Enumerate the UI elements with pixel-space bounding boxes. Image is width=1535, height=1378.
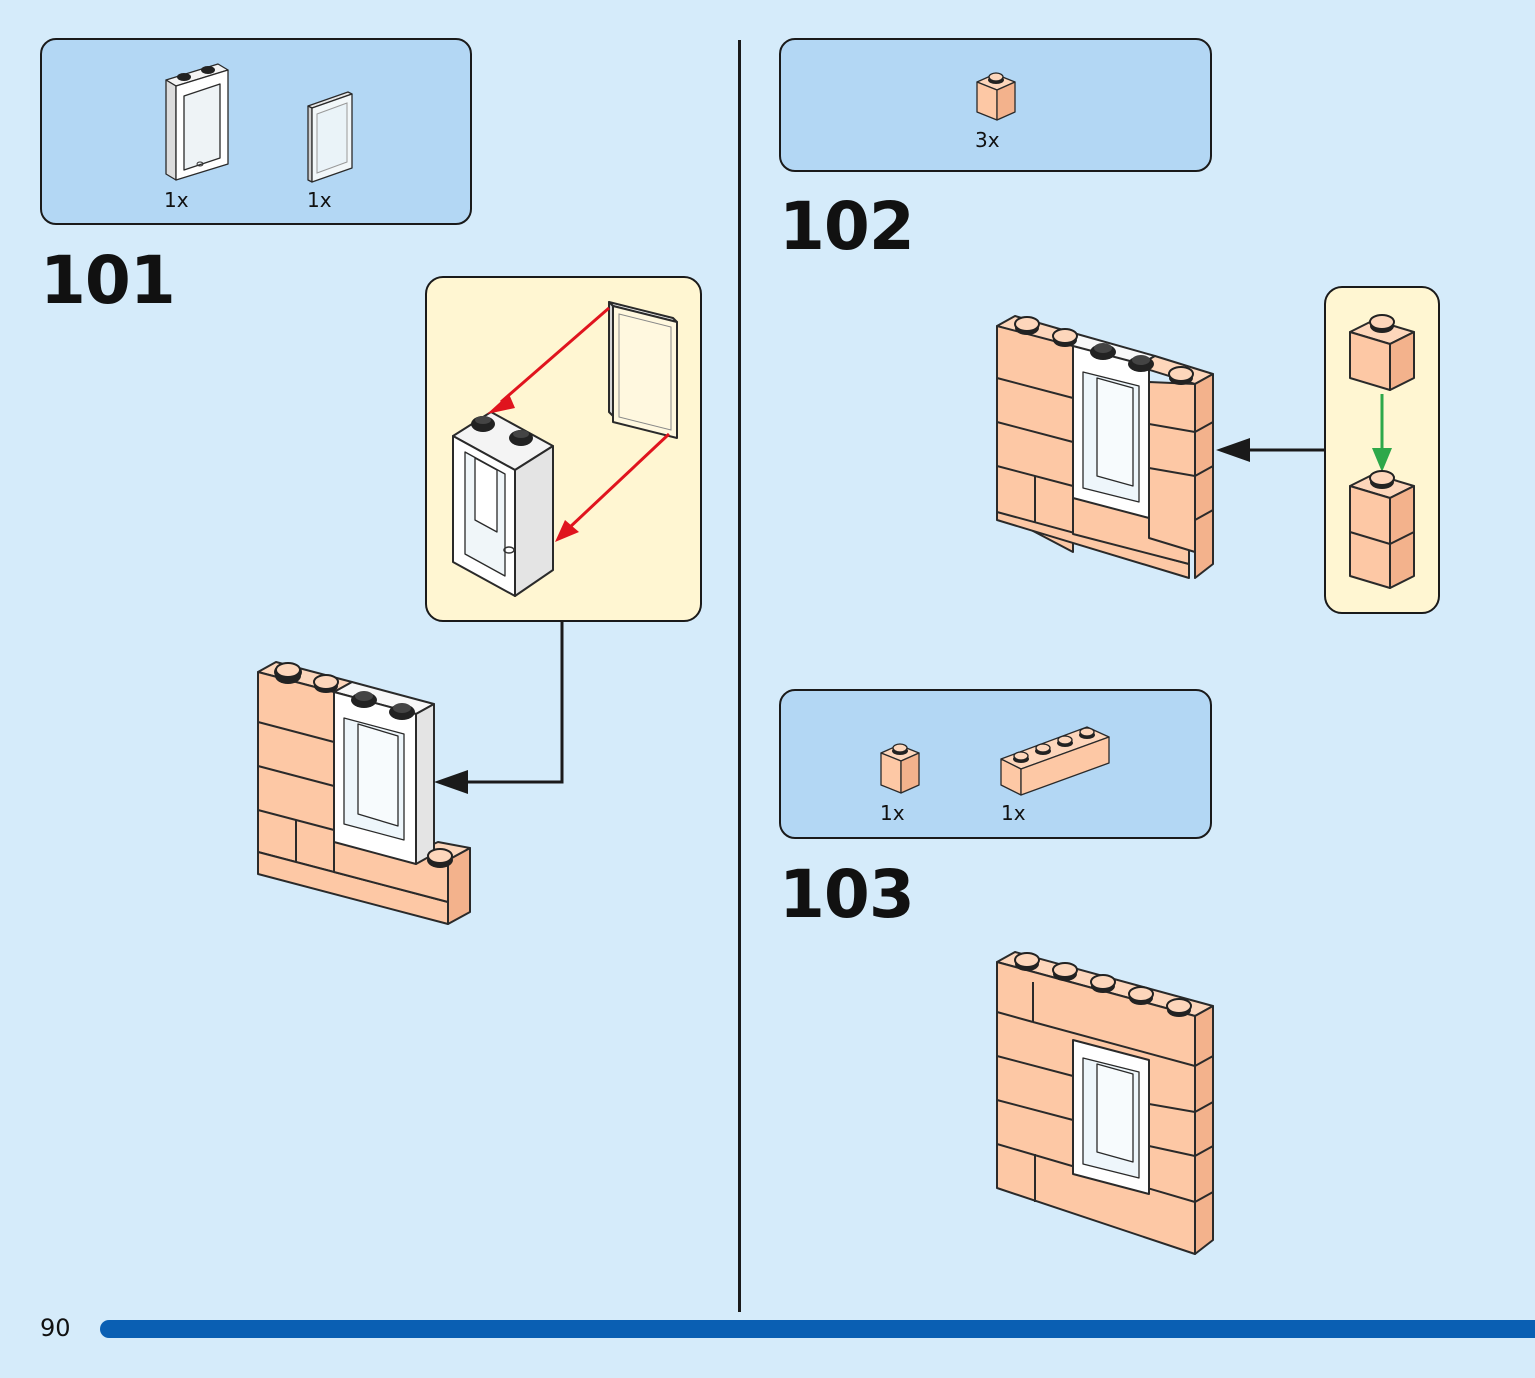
callout-illustration [452, 301, 678, 597]
page-number: 90 [40, 1314, 71, 1342]
window-frame-part-icon [165, 63, 229, 181]
callout-illustration [1349, 314, 1415, 589]
brick-1x1-part-icon [880, 743, 920, 794]
part-qty: 1x [307, 188, 332, 212]
wall-model-step-102 [996, 315, 1214, 579]
connector-arrow-step-102 [1216, 438, 1324, 462]
brick-1x4-part-icon [1000, 726, 1110, 796]
glass-pane-part-icon [307, 91, 353, 183]
parts-box-step-102: 3x [779, 38, 1212, 172]
page-divider [738, 40, 741, 1312]
step-number-102: 102 [779, 188, 915, 265]
wall-model-step-103 [996, 951, 1214, 1255]
brick-1x1-part-icon [976, 72, 1016, 121]
progress-bar [100, 1320, 1535, 1338]
parts-box-step-101: 1x 1x [40, 38, 472, 225]
connector-arrow-step-101 [434, 622, 564, 794]
wall-model-step-101 [257, 661, 471, 925]
part-qty: 1x [1001, 801, 1026, 825]
step-number-101: 101 [40, 242, 176, 319]
part-qty: 1x [880, 801, 905, 825]
part-qty: 3x [975, 128, 1000, 152]
part-qty: 1x [164, 188, 189, 212]
step-number-103: 103 [779, 856, 915, 933]
parts-box-step-103: 1x 1x [779, 689, 1212, 839]
